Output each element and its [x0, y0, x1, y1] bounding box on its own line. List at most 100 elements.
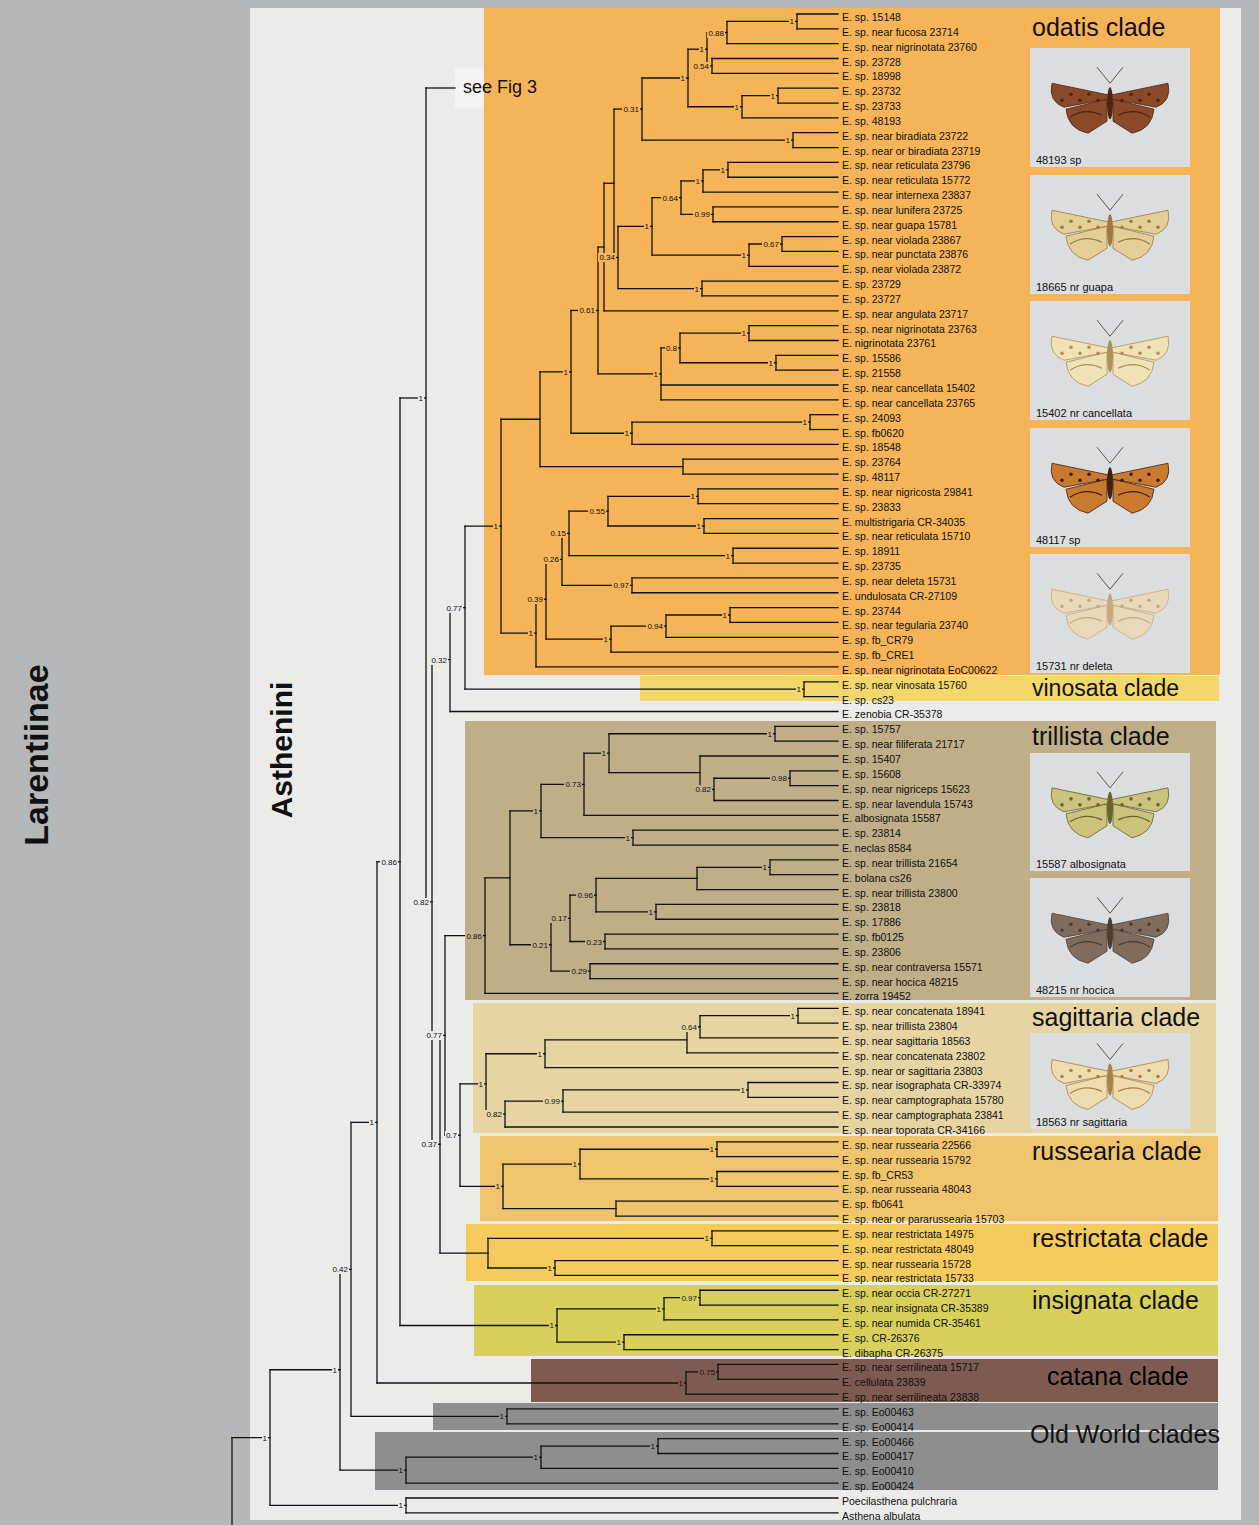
support-value: 0.67	[762, 240, 780, 249]
text-slot: E. sp. near restrictata 48049	[842, 1239, 974, 1257]
support-value: 0.54	[692, 62, 710, 71]
tree-branch	[733, 562, 838, 563]
text-slot: Larentiinae	[18, 664, 55, 845]
moth-wing-spot	[1087, 92, 1091, 96]
tree-branch	[608, 525, 704, 526]
support-value: 1	[725, 552, 731, 561]
tree-branch	[632, 577, 838, 578]
taxon-name: E. sp. near deleta 15731	[842, 575, 956, 587]
tree-branch	[351, 1416, 507, 1417]
tree-branch	[666, 614, 730, 615]
tree-branch	[661, 399, 838, 400]
tree-branch	[406, 1457, 541, 1458]
moth-wing-spot	[1060, 1075, 1064, 1079]
taxon-name: Asthena albulata	[842, 1510, 920, 1522]
moth-wing-spot	[1120, 225, 1124, 229]
tree-branch	[656, 904, 838, 905]
tree-branch	[406, 1512, 838, 1513]
support-value: 1	[572, 1160, 578, 1169]
support-value: 0.97	[680, 1294, 698, 1303]
text-slot: 1	[582, 1331, 622, 1340]
text-slot: 1	[644, 1372, 684, 1381]
moth-wing-spot	[1138, 604, 1142, 608]
tree-branch	[730, 622, 838, 623]
moth-antenna	[1097, 320, 1110, 336]
taxon-name: E. sp. near tegularia 23740	[842, 619, 968, 631]
taxon-name: E. sp. near restrictata 14975	[842, 1228, 974, 1240]
clade-band-text: restrictata clade	[1032, 1224, 1208, 1252]
taxon-name: E. sp. 48193	[842, 115, 901, 127]
tree-branch	[604, 310, 838, 311]
tree-branch	[270, 1505, 406, 1506]
text-slot: E. sp. near nigrinotata 23763	[842, 319, 977, 337]
taxon-name: E. sp. near restrictata 48049	[842, 1243, 974, 1255]
tree-branch	[733, 548, 838, 549]
tree-branch	[426, 87, 455, 88]
tree-branch	[661, 384, 838, 385]
tree-branch	[611, 651, 838, 652]
support-value: 0.75	[698, 1368, 716, 1377]
text-slot: 0.86	[358, 851, 398, 860]
tree-branch	[790, 785, 838, 786]
support-value: 0.82	[412, 898, 430, 907]
taxon-name: E. sp. near reticulata 23796	[842, 159, 970, 171]
text-slot: 1	[662, 515, 702, 524]
text-slot: 0.31	[600, 98, 640, 107]
tree-branch	[231, 1438, 232, 1525]
text-slot: 1	[298, 1359, 338, 1368]
support-value: 1	[369, 1118, 375, 1127]
text-slot: 1	[538, 1153, 578, 1162]
text-slot: 48215 nr hocica	[1036, 980, 1114, 998]
support-value: 1	[648, 908, 654, 917]
taxon-name: E. sp. near vinosata 15760	[842, 679, 967, 691]
tree-branch	[666, 637, 838, 638]
moth-wing-spot	[1096, 928, 1100, 932]
text-slot: E. sp. 23814	[842, 823, 901, 841]
taxon-name: E. nigrinotata 23761	[842, 337, 936, 349]
text-slot: 1	[686, 159, 726, 168]
taxon-name: E. sp. near trillista 21654	[842, 857, 958, 869]
support-value: 1	[398, 1501, 404, 1510]
taxon-name: E. sp. near lavendula 15743	[842, 798, 973, 810]
text-slot: 1	[646, 67, 686, 76]
text-slot: E. sp. Eo00463	[842, 1402, 914, 1420]
text-slot: 0.39	[504, 588, 544, 597]
moth-antenna	[1110, 447, 1123, 463]
clade-band-text: russearia clade	[1032, 1137, 1202, 1165]
taxon-name: E. sp. Eo00463	[842, 1406, 914, 1418]
text-slot: E. multistrigaria CR-34035	[842, 512, 965, 530]
tree-branch	[728, 162, 838, 163]
moth-wing-line	[1070, 816, 1102, 822]
tree-branch	[717, 1171, 838, 1172]
support-value: 1	[563, 368, 569, 377]
text-slot: E. sp. near russearia 48043	[842, 1179, 971, 1197]
moth-wing-spot	[1078, 928, 1082, 932]
text-slot: E. sp. 23764	[842, 452, 901, 470]
taxon-name: E. sp. near cancellata 23765	[842, 397, 975, 409]
specimen-photo-text: 18563 nr sagittaria	[1036, 1116, 1127, 1128]
text-slot: E. sp. 18548	[842, 437, 901, 455]
text-slot: E. sp. 15407	[842, 749, 901, 767]
taxon-name: E. undulosata CR-27109	[842, 590, 957, 602]
specimen-photo: 48117 sp	[1030, 428, 1190, 547]
text-slot: see Fig 3	[463, 77, 537, 97]
tree-branch	[790, 770, 838, 771]
taxon-name: E. sp. 18911	[842, 545, 900, 557]
reference-box-text: see Fig 3	[463, 77, 537, 97]
tree-branch	[488, 1267, 555, 1268]
support-value: 0.26	[542, 555, 560, 564]
text-slot: 0.75	[676, 1361, 716, 1370]
taxon-name: E. sp. near restrictata 15733	[842, 1272, 974, 1284]
text-slot: 1	[751, 129, 791, 138]
tree-branch	[598, 373, 661, 374]
tree-branch	[804, 681, 838, 682]
tree-branch	[683, 473, 838, 474]
taxon-name: E. bolana cs26	[842, 872, 911, 884]
text-slot: E. sp. fb0620	[842, 423, 904, 441]
moth-wing-spot	[1087, 1069, 1091, 1073]
tree-branch	[598, 246, 604, 247]
taxon-name: E. sp. near russearia 22566	[842, 1139, 971, 1151]
tree-branch	[712, 58, 838, 59]
tree-branch	[590, 963, 838, 964]
taxon-name: E. sp. near concatenata 23802	[842, 1050, 985, 1062]
